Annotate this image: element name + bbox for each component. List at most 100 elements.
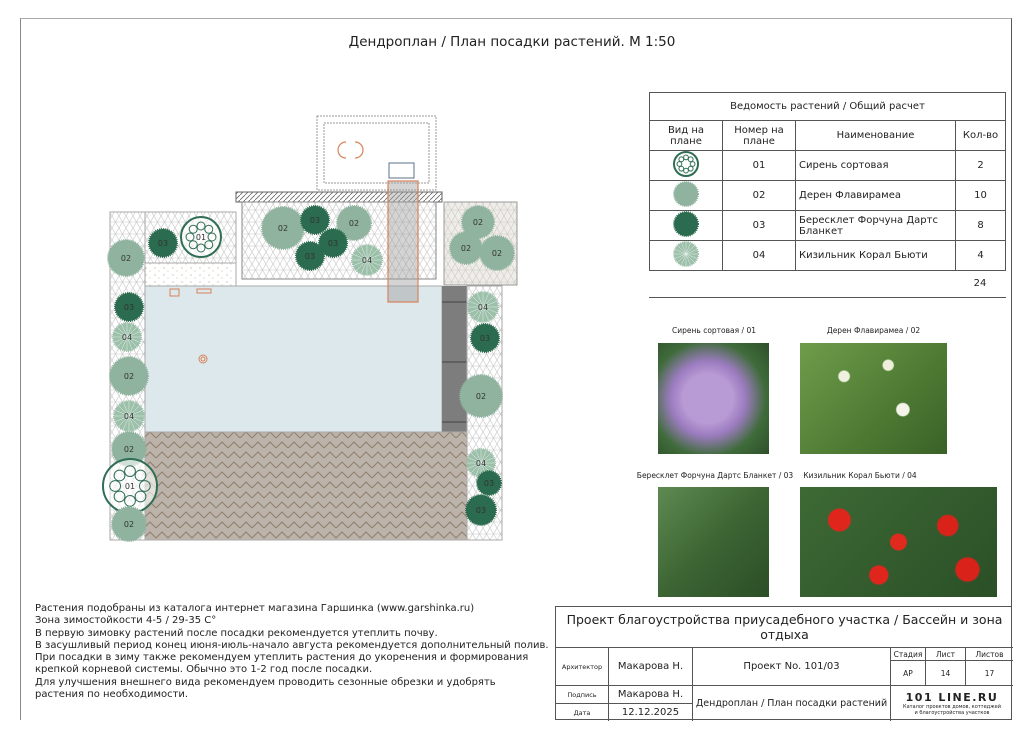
pool [144,285,443,433]
plant-03-marker [318,228,348,258]
plant-name: Кизильник Корал Бьюти [795,240,956,271]
pool-edge [442,286,467,433]
stage-label: Стадия [891,648,926,661]
schedule-total: 24 [973,278,987,289]
plant-02-marker [111,506,147,542]
plant-symbol-icon [673,151,699,177]
cotoneaster-photo [800,487,997,597]
euonymus-photo [658,487,769,597]
plant-label: 03 [480,334,490,343]
plant-04-marker [673,241,699,267]
plant-label: 03 [476,506,486,515]
plant-03-marker [476,470,502,496]
plant-label: 02 [121,254,131,263]
photo-caption: Сирень сортовая / 01 [672,326,756,335]
architect-label: Архитектор [556,648,609,686]
signature-name: Макарова Н. [609,686,693,704]
logo-text: 101 LINE.RU [905,691,999,704]
schedule-row: 04 Кизильник Корал Бьюти 4 [649,240,1006,271]
pool-fixture [169,288,180,297]
plant-04-marker [466,448,496,478]
architect-name: Макарова Н. [609,648,693,686]
stage-value: АР [891,661,926,686]
project-title: Проект благоустройства приусадебного уча… [556,607,1013,648]
plant-02-marker [459,374,503,418]
photo-caption: Бересклет Форчуна Дартс Бланкет / 03 [636,471,794,480]
plant-label: 02 [124,445,134,454]
column-header: Номер на плане [722,120,796,151]
plant-03-marker [148,228,178,258]
plant-02-marker [479,235,515,271]
plant-label: 02 [349,219,359,228]
plant-label: 03 [310,216,320,225]
plant-04-marker [112,322,142,352]
column-header: Наименование [795,120,956,151]
plant-quantity: 2 [955,150,1006,181]
plant-label: 03 [328,239,338,248]
plant-01-symbol [649,150,723,181]
signature-label: Подпись [556,686,609,704]
plant-symbol-icon [673,181,699,207]
plant-03-marker [300,205,330,235]
page-title: Дендроплан / План посадки растений. М 1:… [348,34,676,50]
plant-label: 01 [196,233,206,242]
plant-label: 02 [124,372,134,381]
photo-caption: Дерен Флавирамеа / 02 [826,326,921,335]
plant-04-symbol [649,240,723,271]
plant-04-marker [113,400,145,432]
plant-quantity: 8 [955,210,1006,241]
tree-marker [337,141,364,159]
plant-schedule-table: Ведомость растений / Общий расчет Вид на… [649,92,1006,271]
plant-symbol-icon [673,211,699,237]
total-divider [649,297,1006,298]
plant-label: 02 [278,224,288,233]
plant-number: 03 [722,210,796,241]
schedule-row: 01 Сирень сортовая 2 [649,150,1006,181]
plant-number: 01 [722,150,796,181]
sheets-value: 17 [966,661,1013,686]
lilac-photo [658,343,769,454]
plant-03-marker [673,211,699,237]
plant-02-marker [109,356,149,396]
logo: 101 LINE.RU Каталог проектов домов, котт… [891,686,1013,721]
schedule-header: Ведомость растений / Общий расчет [649,92,1006,121]
planting-notes: Растения подобраны из каталога интернет … [35,603,549,701]
plant-03-marker [295,241,325,271]
plant-02-marker [673,181,699,207]
plant-label: 04 [124,412,134,421]
title-block: Проект благоустройства приусадебного уча… [555,606,1013,721]
plant-label: 04 [362,256,372,265]
plant-03-symbol [649,210,723,241]
sheet-value: 14 [926,661,966,686]
plant-03-marker [114,292,144,322]
dashed-house-outline [316,115,437,191]
plant-number: 04 [722,240,796,271]
plant-label: 02 [476,392,486,401]
column-header: Кол-во [955,120,1006,151]
step-outline [388,162,415,179]
sheets-label: Листов [966,648,1013,661]
schedule-row: 03 Бересклет Форчуна Дартс Бланкет 8 [649,210,1006,241]
sheet-title: Дендроплан / План посадки растений [693,686,891,721]
plant-quantity: 4 [955,240,1006,271]
plant-label: 04 [122,333,132,342]
plant-label: 03 [158,239,168,248]
plant-02-symbol [649,180,723,211]
plant-01-marker [180,216,222,258]
plant-label: 02 [124,520,134,529]
plant-01-marker [673,151,699,177]
plant-04-marker [351,244,383,276]
pool-drain-icon [198,354,208,364]
schedule-row: 02 Дерен Флавирамеа 10 [649,180,1006,211]
project-number: Проект No. 101/03 [693,648,891,686]
date-label: Дата [556,704,609,721]
plant-03-marker [470,323,500,353]
dashed-house-inner [323,122,430,184]
sheet-label: Лист [926,648,966,661]
plant-label: 01 [125,482,135,491]
plant-name: Бересклет Форчуна Дартс Бланкет [795,210,956,241]
date-value: 12.12.2025 [609,704,693,721]
plant-label: 03 [305,252,315,261]
